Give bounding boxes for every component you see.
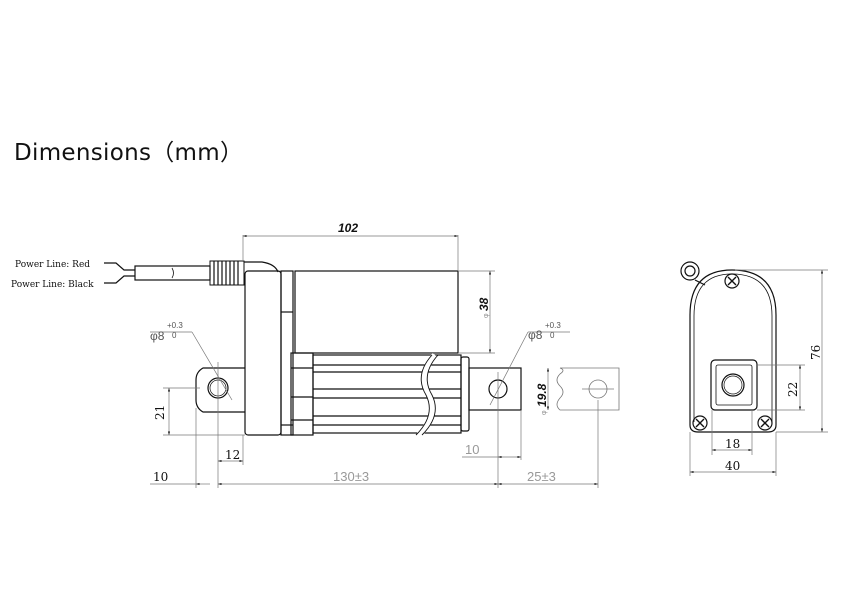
- dim-rear-mount-height: 21: [153, 405, 167, 420]
- screw-icon: [692, 415, 708, 431]
- dim-rear-hole-tol-upper: +0.3: [167, 321, 183, 330]
- screw-icon: [757, 415, 773, 431]
- dim-rear-hole: φ8: [150, 329, 165, 343]
- dim-front-hole-tol-upper: +0.3: [545, 321, 561, 330]
- dim-rod-diameter: 19.8: [535, 383, 549, 407]
- dim-end-rod-height: 22: [786, 382, 800, 397]
- dim-end-rod-width: 18: [725, 437, 740, 451]
- end-dimensions: [689, 269, 828, 476]
- end-view: [680, 261, 777, 433]
- dim-rear-end-offset: 10: [153, 470, 168, 484]
- motor-body: [294, 270, 459, 354]
- dim-front-end-offset: 10: [465, 442, 479, 457]
- wire-label-black: Power Line: Black: [11, 280, 94, 290]
- dim-rod-diameter-symbol: φ: [541, 410, 548, 415]
- side-view: [104, 260, 620, 438]
- dim-end-height: 76: [809, 345, 823, 360]
- dim-rear-mount-offset: 12: [225, 448, 240, 462]
- dim-motor-diameter: 38: [477, 297, 491, 311]
- wire-label-red: Power Line: Red: [15, 260, 90, 270]
- outer-tube: [290, 352, 470, 438]
- dim-stroke: 25±3: [527, 469, 556, 484]
- dim-front-hole-tol-lower: 0: [550, 331, 555, 340]
- dim-front-hole: φ8: [528, 328, 543, 342]
- screw-icon: [724, 273, 740, 289]
- dim-rear-hole-tol-lower: 0: [172, 331, 177, 340]
- side-dimensions: [150, 234, 599, 488]
- gearbox-housing: [244, 270, 282, 436]
- rod-end-extended: [556, 367, 620, 411]
- rod-end: [468, 367, 522, 411]
- rear-clevis: [195, 367, 245, 413]
- strain-relief: [209, 260, 245, 286]
- dim-end-width: 40: [725, 459, 740, 473]
- dim-motor-length: 102: [338, 221, 358, 235]
- power-cable: [104, 260, 279, 286]
- dim-motor-diameter-symbol: φ: [483, 313, 490, 318]
- page-title: Dimensions（mm）: [14, 140, 244, 166]
- dim-retracted-length: 130±3: [333, 469, 369, 484]
